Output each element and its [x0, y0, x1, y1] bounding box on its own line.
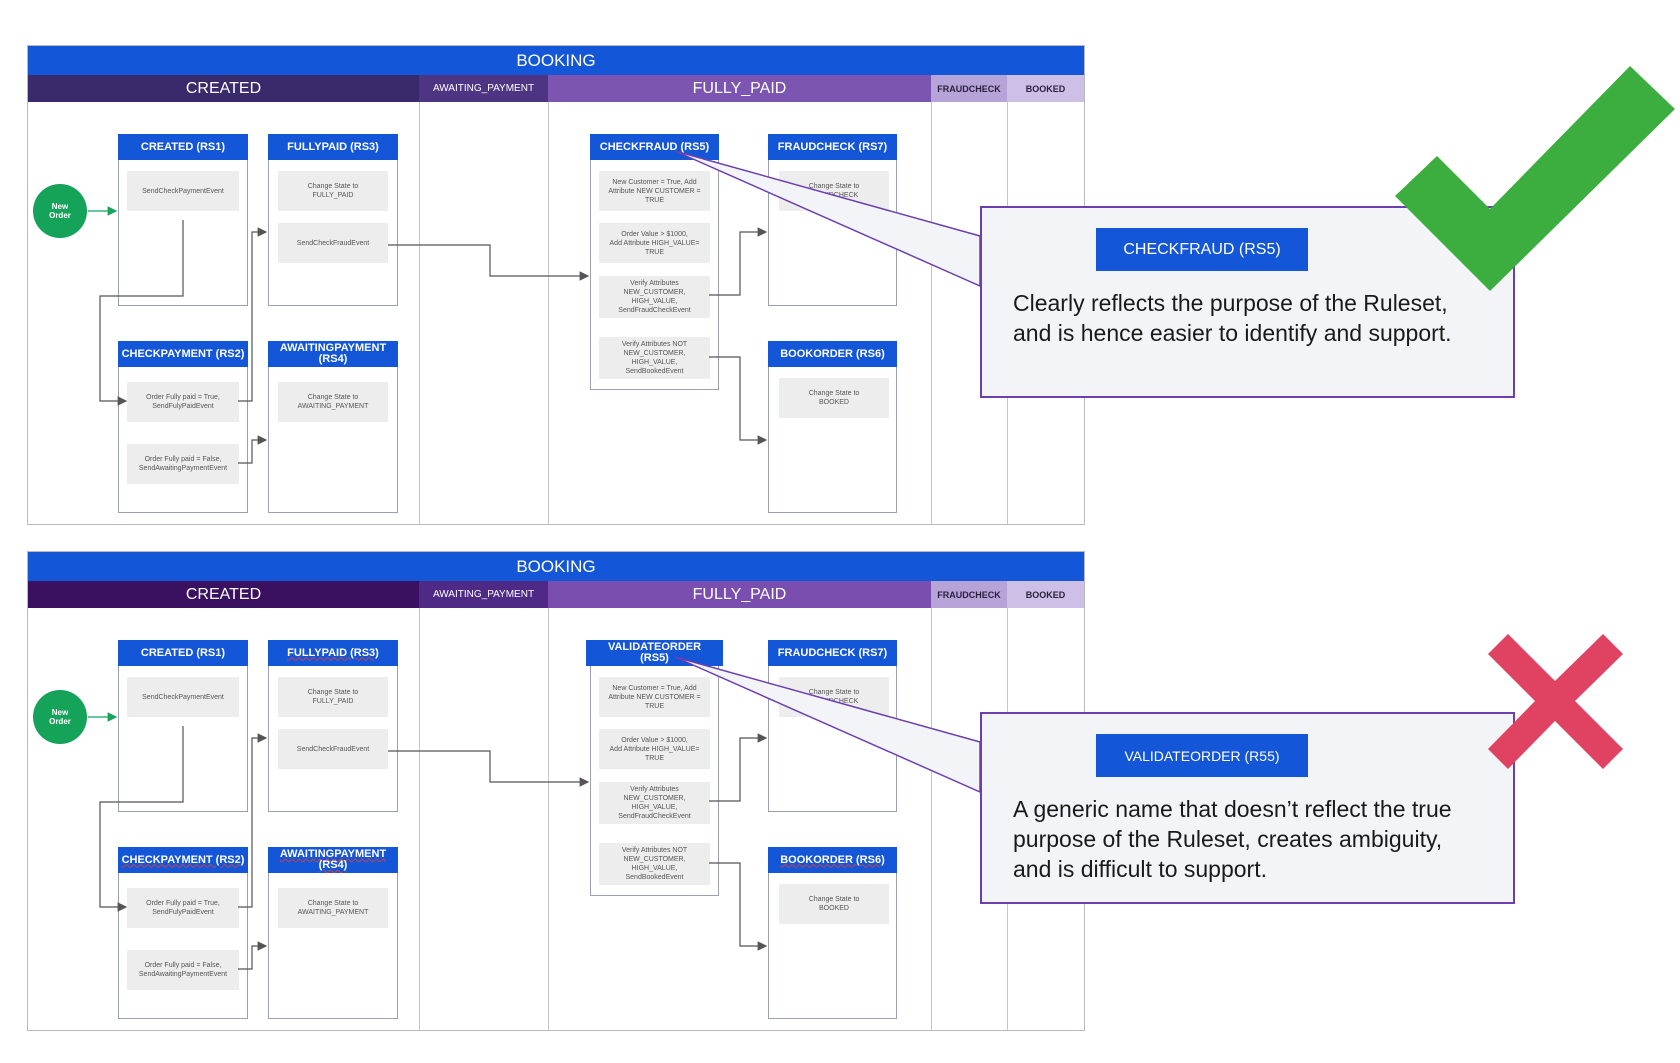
- check-mark-icon: [1395, 66, 1675, 291]
- ruleset-title: CREATED (RS1): [118, 640, 248, 666]
- callout-ruleset-tag: CHECKFRAUD (RS5): [1096, 228, 1308, 271]
- stage-awaiting-payment: AWAITING_PAYMENT: [419, 581, 548, 608]
- rule-item: SendCheckFraudEvent: [278, 729, 388, 769]
- cross-mark-icon: [1488, 634, 1623, 769]
- stage-fully-paid: FULLY_PAID: [548, 581, 931, 608]
- ruleset-title: FRAUDCHECK (RS7): [768, 134, 897, 160]
- diagram-bad: BOOKING CREATED AWAITING_PAYMENT FULLY_P…: [0, 506, 1680, 1036]
- ruleset-title: FULLYPAID (RS3): [268, 640, 398, 666]
- ruleset-rs1: CREATED (RS1) SendCheckPaymentEvent: [118, 134, 248, 306]
- rule-item: SendCheckPaymentEvent: [127, 677, 239, 717]
- lane-divider: [419, 102, 420, 524]
- diagram-good: BOOKING CREATED AWAITING_PAYMENT FULLY_P…: [0, 0, 1680, 530]
- stage-awaiting-payment: AWAITING_PAYMENT: [419, 75, 548, 102]
- stage-fraudcheck: FRAUDCHECK: [931, 581, 1007, 608]
- callout-text: A generic name that doesn’t reflect the …: [1013, 796, 1452, 882]
- ruleset-title: FULLYPAID (RS3): [268, 134, 398, 160]
- stage-booked: BOOKED: [1007, 75, 1084, 102]
- rule-item: Order Fully paid = True,SendFulyPaidEven…: [127, 888, 239, 928]
- stage-fully-paid: FULLY_PAID: [548, 75, 931, 102]
- rule-item: SendCheckPaymentEvent: [127, 171, 239, 211]
- lane-divider: [931, 608, 932, 1030]
- booking-header: BOOKING: [28, 552, 1084, 581]
- ruleset-title: FRAUDCHECK (RS7): [768, 640, 897, 666]
- rule-item: Order Fully paid = False,SendAwaitingPay…: [127, 444, 239, 484]
- rule-item: Order Fully paid = False,SendAwaitingPay…: [127, 950, 239, 990]
- booking-header: BOOKING: [28, 46, 1084, 75]
- lane-divider: [931, 102, 932, 524]
- rule-item: Order Fully paid = True,SendFulyPaidEven…: [127, 382, 239, 422]
- ruleset-title: BOOKORDER (RS6): [768, 341, 897, 367]
- ruleset-title: VALIDATEORDER(RS5): [586, 640, 723, 666]
- ruleset-rs5: CHECKFRAUD (RS5) New Customer = True, Ad…: [590, 134, 719, 390]
- stage-created: CREATED: [28, 581, 419, 608]
- stage-fraudcheck: FRAUDCHECK: [931, 75, 1007, 102]
- ruleset-title: CHECKPAYMENT (RS2): [118, 847, 248, 873]
- ruleset-rs2: CHECKPAYMENT (RS2) Order Fully paid = Tr…: [118, 847, 248, 1019]
- rule-item: SendCheckFraudEvent: [278, 223, 388, 263]
- ruleset-title: BOOKORDER (RS6): [768, 847, 897, 873]
- rule-item: Order Value > $1000,Add Attribute HIGH_V…: [599, 223, 710, 263]
- ruleset-title: CREATED (RS1): [118, 134, 248, 160]
- ruleset-rs2: CHECKPAYMENT (RS2) Order Fully paid = Tr…: [118, 341, 248, 513]
- lane-divider: [548, 608, 549, 1030]
- lane-divider: [548, 102, 549, 524]
- stage-created: CREATED: [28, 75, 419, 102]
- ruleset-rs5: VALIDATEORDER(RS5) New Customer = True, …: [586, 640, 723, 896]
- ruleset-title: AWAITINGPAYMENT(RS4): [268, 341, 398, 367]
- callout-ruleset-tag: VALIDATEORDER (R55): [1096, 734, 1308, 777]
- ruleset-rs1: CREATED (RS1) SendCheckPaymentEvent: [118, 640, 248, 812]
- ruleset-title: CHECKPAYMENT (RS2): [118, 341, 248, 367]
- ruleset-title: AWAITINGPAYMENT(RS4): [268, 847, 398, 873]
- callout-text: Clearly reflects the purpose of the Rule…: [1013, 290, 1452, 346]
- stage-booked: BOOKED: [1007, 581, 1084, 608]
- rule-item: Order Value > $1000,Add Attribute HIGH_V…: [599, 729, 710, 769]
- lane-divider: [419, 608, 420, 1030]
- ruleset-title: CHECKFRAUD (RS5): [590, 134, 719, 160]
